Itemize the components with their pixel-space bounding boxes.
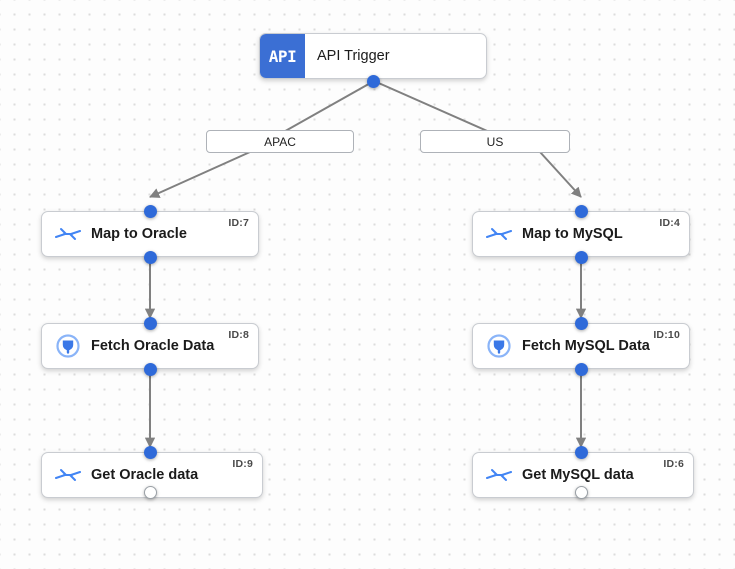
port-input[interactable] <box>144 446 157 459</box>
port-input[interactable] <box>144 317 157 330</box>
port-trigger-output[interactable] <box>367 75 380 88</box>
connector-plug-icon <box>485 334 513 358</box>
edge-apac-to-map-oracle <box>149 151 251 198</box>
branch-label-us[interactable]: US <box>420 130 570 153</box>
port-input[interactable] <box>575 317 588 330</box>
node-id-label: ID:10 <box>653 329 680 341</box>
port-output-open[interactable] <box>144 486 157 499</box>
node-title: Get MySQL data <box>522 467 634 483</box>
arrows-merge-icon <box>54 463 82 487</box>
connector-plug-icon <box>54 334 82 358</box>
node-id-label: ID:7 <box>228 217 249 229</box>
port-output[interactable] <box>144 363 157 376</box>
edge-trigger-to-apac <box>279 80 375 135</box>
node-title: API Trigger <box>317 48 390 64</box>
port-output-open[interactable] <box>575 486 588 499</box>
edge-us-to-map-mysql <box>539 151 582 198</box>
node-map-to-mysql[interactable]: Map to MySQL ID:4 <box>472 211 690 257</box>
node-api-trigger[interactable]: API API Trigger <box>259 33 487 79</box>
port-output[interactable] <box>575 363 588 376</box>
edge-trigger-to-us <box>373 80 495 135</box>
branch-label-apac[interactable]: APAC <box>206 130 354 153</box>
node-fetch-mysql-data[interactable]: Fetch MySQL Data ID:10 <box>472 323 690 369</box>
branch-label-text: US <box>486 134 504 149</box>
port-output[interactable] <box>575 251 588 264</box>
node-id-label: ID:9 <box>232 458 253 470</box>
node-id-label: ID:6 <box>663 458 684 470</box>
api-badge-label: API <box>268 46 297 66</box>
node-title: Fetch MySQL Data <box>522 338 650 354</box>
node-title: Fetch Oracle Data <box>91 338 215 354</box>
api-badge: API <box>260 34 305 78</box>
node-title: Map to MySQL <box>522 226 623 242</box>
arrows-merge-icon <box>485 463 513 487</box>
branch-label-text: APAC <box>264 134 296 149</box>
arrows-merge-icon <box>54 222 82 246</box>
port-input[interactable] <box>144 205 157 218</box>
node-id-label: ID:4 <box>659 217 680 229</box>
node-id-label: ID:8 <box>228 329 249 341</box>
node-title: Map to Oracle <box>91 226 187 242</box>
port-output[interactable] <box>144 251 157 264</box>
port-input[interactable] <box>575 205 588 218</box>
node-title: Get Oracle data <box>91 467 199 483</box>
port-input[interactable] <box>575 446 588 459</box>
arrows-merge-icon <box>485 222 513 246</box>
